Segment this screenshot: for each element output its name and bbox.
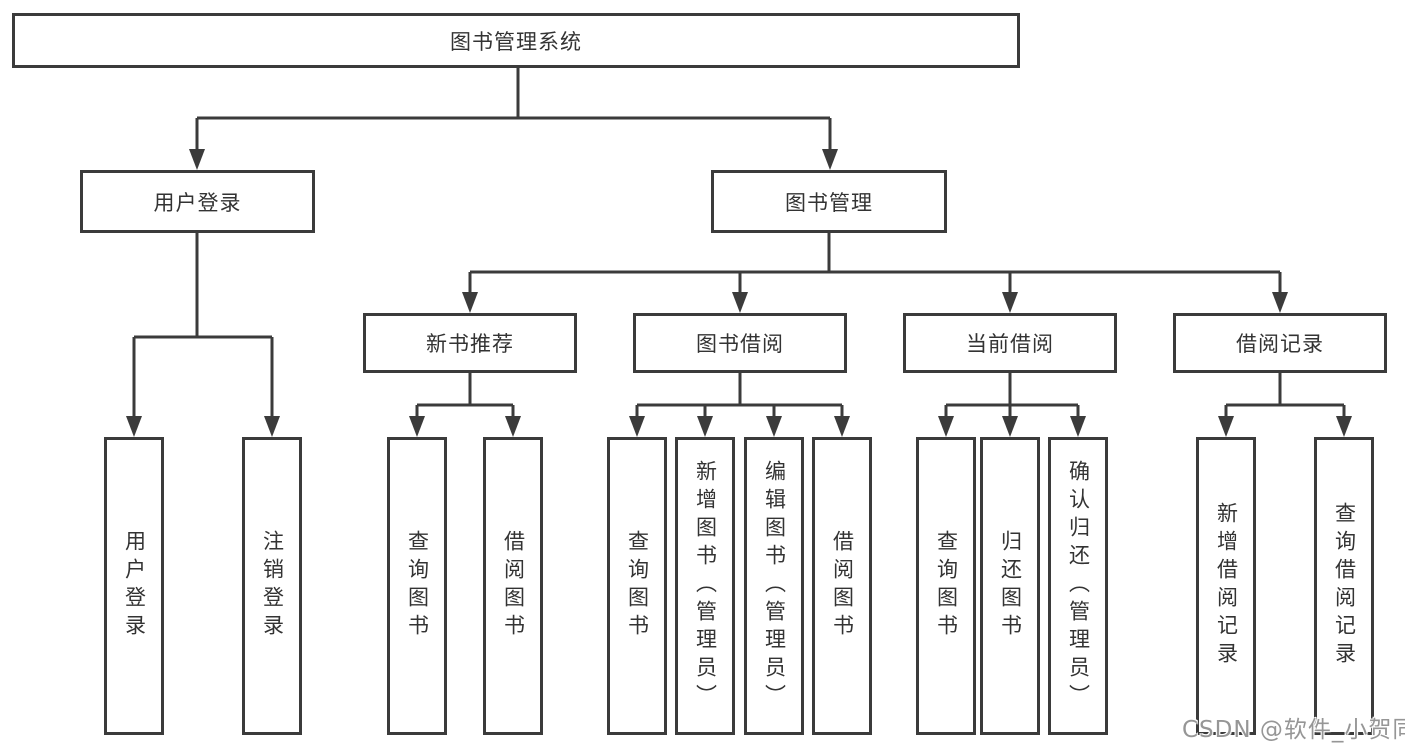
leaf-borrow-book-recommend: 借阅图书 <box>483 437 543 735</box>
leaf-query-book-recommend-label: 查询图书 <box>405 530 430 642</box>
leaf-borrow-book-label: 借阅图书 <box>830 530 855 642</box>
leaf-query-book-borrow: 查询图书 <box>607 437 667 735</box>
leaf-add-book-admin: 新增图书（管理员） <box>675 437 735 735</box>
node-user-login-label: 用户登录 <box>153 190 242 215</box>
leaf-add-book-admin-label: 新增图书（管理员） <box>693 460 718 712</box>
leaf-user-login-label: 用户登录 <box>122 530 147 642</box>
leaf-query-book-recommend: 查询图书 <box>387 437 447 735</box>
node-borrow-records: 借阅记录 <box>1173 313 1387 373</box>
leaf-query-borrow-record-label: 查询借阅记录 <box>1332 502 1357 670</box>
leaf-add-borrow-record: 新增借阅记录 <box>1196 437 1256 735</box>
leaf-borrow-book: 借阅图书 <box>812 437 872 735</box>
leaf-confirm-return-admin: 确认归还（管理员） <box>1048 437 1108 735</box>
node-new-book-recommend: 新书推荐 <box>363 313 577 373</box>
leaf-edit-book-admin: 编辑图书（管理员） <box>744 437 804 735</box>
node-book-borrow-label: 图书借阅 <box>696 332 784 356</box>
leaf-return-book: 归还图书 <box>980 437 1040 735</box>
leaf-query-book-borrow-label: 查询图书 <box>625 530 650 642</box>
leaf-query-borrow-record: 查询借阅记录 <box>1314 437 1374 735</box>
leaf-borrow-book-recommend-label: 借阅图书 <box>501 530 526 642</box>
leaf-query-book-current: 查询图书 <box>916 437 976 735</box>
node-book-borrow: 图书借阅 <box>633 313 847 373</box>
leaf-edit-book-admin-label: 编辑图书（管理员） <box>762 460 787 712</box>
node-borrow-records-label: 借阅记录 <box>1236 332 1324 356</box>
node-book-management: 图书管理 <box>711 170 947 233</box>
arrowheads <box>126 149 1352 437</box>
node-current-borrow-label: 当前借阅 <box>966 332 1054 356</box>
node-current-borrow: 当前借阅 <box>903 313 1117 373</box>
leaf-confirm-return-admin-label: 确认归还（管理员） <box>1066 460 1091 712</box>
leaf-query-book-current-label: 查询图书 <box>934 530 959 642</box>
node-new-book-recommend-label: 新书推荐 <box>426 332 514 356</box>
leaf-return-book-label: 归还图书 <box>998 530 1023 642</box>
leaf-logout-label: 注销登录 <box>260 530 285 642</box>
node-root: 图书管理系统 <box>12 13 1020 68</box>
node-root-label: 图书管理系统 <box>450 29 582 54</box>
leaf-user-login: 用户登录 <box>104 437 164 735</box>
leaf-logout: 注销登录 <box>242 437 302 735</box>
leaf-add-borrow-record-label: 新增借阅记录 <box>1214 502 1239 670</box>
node-user-login: 用户登录 <box>80 170 315 233</box>
node-book-management-label: 图书管理 <box>785 190 873 215</box>
csdn-watermark: CSDN @软件_小贺同学 <box>1182 717 1405 743</box>
